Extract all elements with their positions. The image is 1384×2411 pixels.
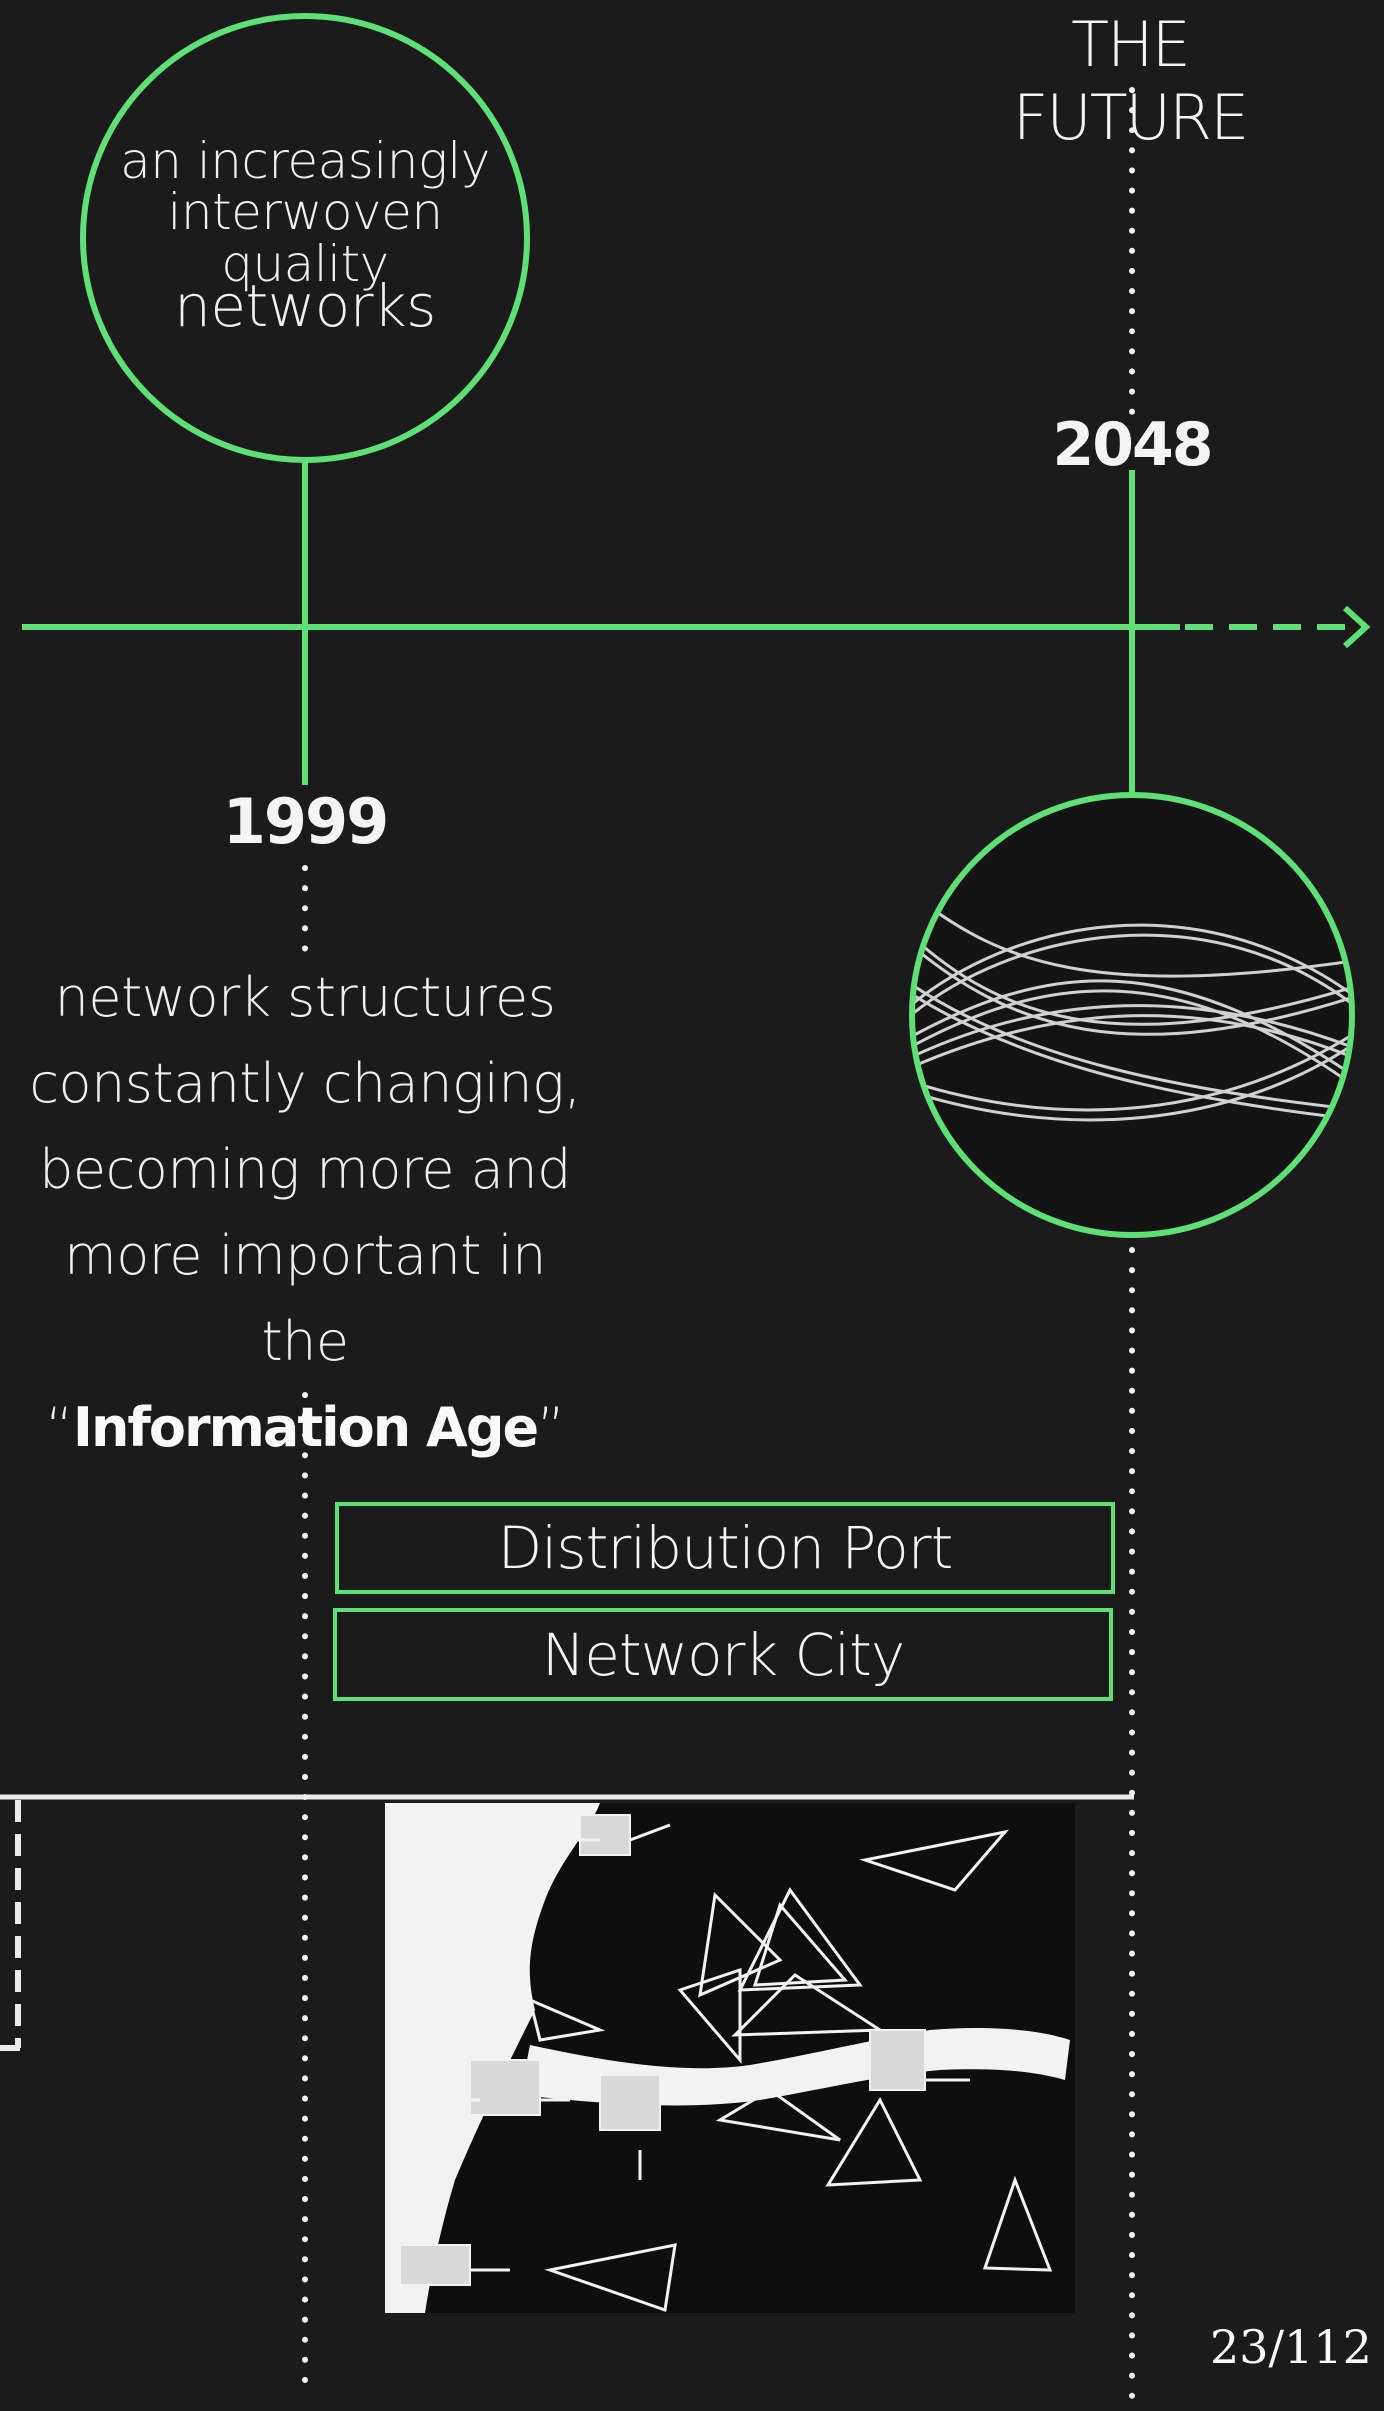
distribution-port-box: Distribution Port: [335, 1502, 1115, 1594]
description-line-2: constantly changing,: [29, 1052, 581, 1115]
circle-text-line2: interwoven quality: [167, 183, 443, 293]
circle-text-networks: networks: [174, 272, 436, 340]
year-2048: 2048: [1052, 410, 1214, 480]
description-line-1: network structures: [54, 966, 556, 1029]
bottom-circle: [909, 792, 1355, 1238]
year-1999: 1999: [222, 785, 390, 858]
circle-text-line1: an increasingly: [120, 132, 490, 190]
page-number: 23/112: [1210, 2320, 1372, 2374]
distribution-port-label: Distribution Port: [497, 1514, 954, 1582]
description-text: network structures constantly changing, …: [20, 955, 590, 1471]
quote-open: “: [45, 1396, 73, 1459]
woven-strands-image: [912, 898, 1352, 1122]
description-line-3: becoming more and: [39, 1138, 571, 1201]
future-label: THE FUTURE: [1012, 8, 1250, 154]
arrow-icon: [1342, 605, 1371, 649]
information-age-emphasis: Information Age: [72, 1396, 539, 1459]
quote-close: ”: [537, 1396, 565, 1459]
description-line-4: more important in the: [64, 1224, 546, 1373]
network-city-map-image: [385, 1803, 1075, 2313]
network-city-label: Network City: [541, 1620, 905, 1689]
network-city-box: Network City: [333, 1608, 1113, 1701]
description-line-5: “Information Age”: [20, 1385, 590, 1471]
